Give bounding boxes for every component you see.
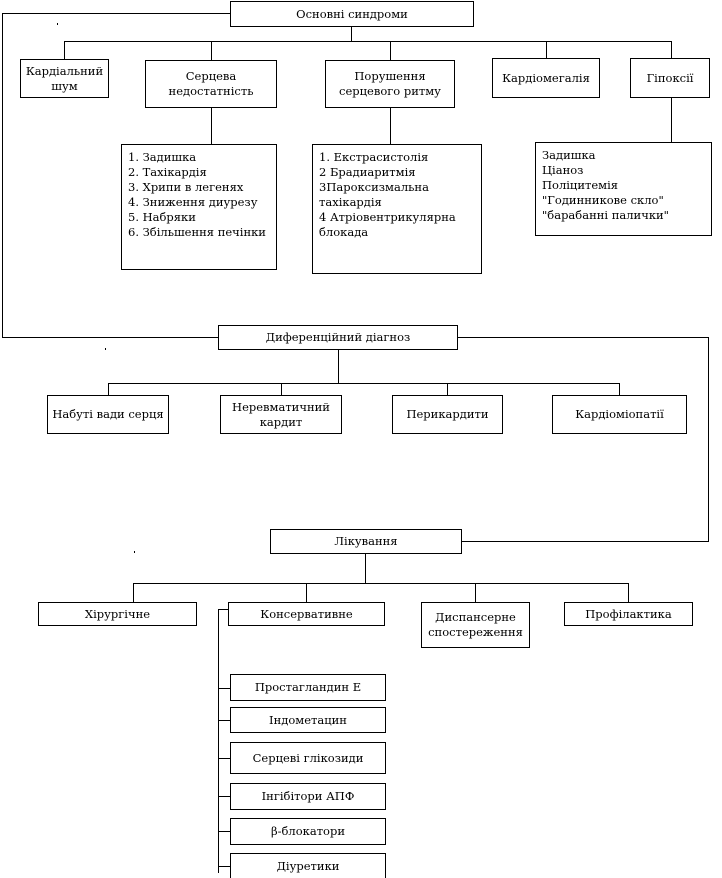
node-label: Простагландин Е	[254, 680, 362, 694]
tick-drug-2	[218, 720, 231, 721]
node-surgical-treatment[interactable]: Хірургічне	[38, 602, 197, 626]
node-label: Лікування	[334, 534, 398, 548]
node-drug-beta-blockers[interactable]: β-блокатори	[230, 818, 386, 845]
node-label: Консервативне	[260, 606, 353, 621]
artifact-dot-top	[57, 23, 58, 25]
node-conservative-treatment[interactable]: Консервативне	[228, 602, 385, 626]
node-label: Набуті вади серця	[52, 407, 164, 421]
connector-left-to-diff	[2, 337, 219, 338]
node-label: Порушення серцевого ритму	[339, 69, 441, 98]
node-drug-ace-inhibitors[interactable]: Інгібітори АПФ	[230, 783, 386, 810]
connector-root-left-v	[2, 13, 3, 337]
stem-rhythm-details	[390, 108, 391, 144]
node-label: Основні синдроми	[296, 6, 408, 21]
node-treatment[interactable]: Лікування	[270, 529, 462, 554]
list-heart-failure-symptoms[interactable]: 1. Задишка 2. Тахікардія 3. Хрипи в леге…	[121, 144, 277, 270]
node-nonrheumatic-carditis[interactable]: Неревматичний кардит	[220, 395, 342, 434]
connector-treatment-stem	[365, 554, 366, 583]
drop-cardiomyopathy	[619, 383, 620, 395]
tick-drug-5	[218, 831, 231, 832]
list-rhythm-types[interactable]: 1. Екстрасистолія 2 Брадиаритмія 3Парокс…	[312, 144, 482, 274]
node-label: Перикардити	[406, 407, 489, 421]
connector-root-left-h	[2, 13, 231, 14]
node-label: Профілактика	[585, 606, 672, 621]
tick-drug-4	[218, 796, 231, 797]
tick-drug-6	[218, 866, 231, 867]
bus-differential	[108, 383, 620, 384]
artifact-dot-treatment	[134, 551, 135, 553]
node-drug-prostaglandin-e[interactable]: Простагландин Е	[230, 674, 386, 701]
tick-drug-3	[218, 758, 231, 759]
node-prophylaxis[interactable]: Профілактика	[564, 602, 693, 626]
drop-prophylaxis	[628, 583, 629, 602]
drop-acquired-defects	[108, 383, 109, 395]
node-label: Диференційний діагноз	[265, 330, 411, 344]
node-hypoxia[interactable]: Гіпоксії	[630, 58, 710, 98]
node-cardiac-murmur[interactable]: Кардіальний шум	[20, 59, 109, 98]
drop-nonrheumatic-carditis	[281, 383, 282, 395]
node-main-syndromes[interactable]: Основні синдроми	[230, 1, 474, 27]
node-label: Серцева недостатність	[168, 69, 254, 98]
drop-cardiomegaly	[546, 41, 547, 58]
list-text: 1. Задишка 2. Тахікардія 3. Хрипи в леге…	[128, 150, 266, 239]
node-dispensary-observation[interactable]: Диспансерне спостереження	[421, 602, 530, 648]
node-heart-failure[interactable]: Серцева недостатність	[145, 60, 277, 108]
node-differential-diagnosis[interactable]: Диференційний діагноз	[218, 325, 458, 350]
drop-heart-failure	[211, 41, 212, 60]
drop-hypoxia	[671, 41, 672, 58]
node-label: Серцеві глікозиди	[252, 750, 364, 765]
node-drug-cardiac-glycosides[interactable]: Серцеві глікозиди	[230, 742, 386, 774]
node-label: Кардіоміопатії	[575, 407, 664, 421]
list-hypoxia-signs[interactable]: Задишка Ціаноз Поліцитемія "Годинникове …	[535, 142, 712, 236]
tick-drug-1	[218, 688, 231, 689]
drop-conservative	[306, 583, 307, 602]
spine-conservative-drugs	[218, 609, 219, 873]
node-label: Хірургічне	[84, 606, 151, 621]
bus-treatment	[133, 583, 628, 584]
connector-diff-stem	[338, 350, 339, 383]
node-label: Інгібітори АПФ	[261, 789, 355, 803]
node-label: Диспансерне спостереження	[428, 610, 523, 639]
list-text: 1. Екстрасистолія 2 Брадиаритмія 3Парокс…	[319, 150, 456, 239]
drop-surgical	[133, 583, 134, 602]
node-cardiomegaly[interactable]: Кардіомегалія	[492, 58, 600, 98]
node-label: Неревматичний кардит	[232, 399, 330, 429]
node-label: β-блокатори	[270, 824, 346, 838]
node-label: Кардіомегалія	[502, 70, 590, 85]
stem-heart-failure-details	[211, 108, 212, 144]
list-text: Задишка Ціаноз Поліцитемія "Годинникове …	[542, 148, 669, 222]
node-label: Гіпоксії	[646, 70, 694, 85]
node-cardiomyopathy[interactable]: Кардіоміопатії	[552, 395, 687, 434]
node-drug-diuretics[interactable]: Діуретики	[230, 853, 386, 878]
drop-rhythm	[390, 41, 391, 60]
drop-pericarditis	[447, 383, 448, 395]
connector-conservative-left	[218, 609, 229, 610]
node-label: Кардіальний шум	[25, 63, 104, 93]
node-acquired-heart-defects[interactable]: Набуті вади серця	[47, 395, 169, 434]
node-rhythm-disorder[interactable]: Порушення серцевого ритму	[325, 60, 455, 108]
node-label: Діуретики	[276, 859, 340, 873]
drop-dispensary	[475, 583, 476, 602]
node-pericarditis[interactable]: Перикардити	[392, 395, 503, 434]
bus-syndromes	[64, 41, 671, 42]
node-label: Індометацин	[269, 712, 347, 727]
connector-diff-right-v	[708, 337, 709, 541]
node-drug-indomethacin[interactable]: Індометацин	[230, 707, 386, 733]
stem-hypoxia-details	[671, 98, 672, 142]
connector-root-stem	[351, 26, 352, 41]
connector-diff-right-h	[458, 337, 708, 338]
artifact-dot-diff	[105, 348, 106, 350]
drop-cardiac-murmur	[64, 41, 65, 59]
connector-right-to-treatment	[462, 541, 709, 542]
